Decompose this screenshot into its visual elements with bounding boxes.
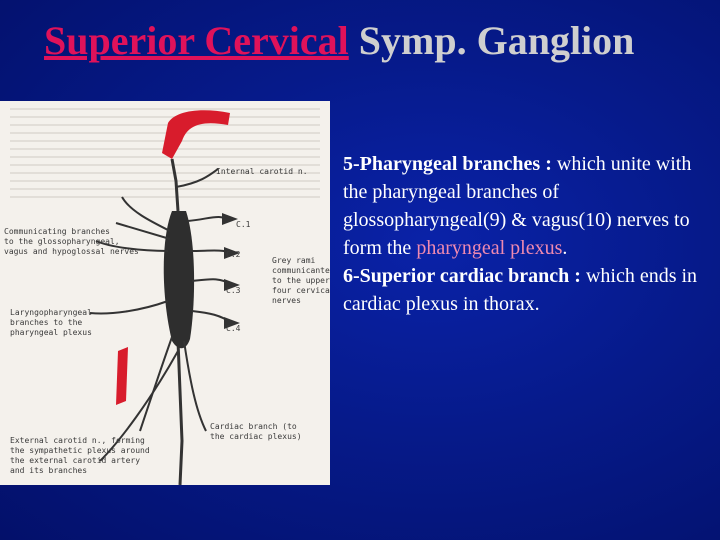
point-5-end: . — [562, 237, 568, 259]
label-laryngo-3: pharyngeal plexus — [10, 328, 92, 337]
label-grey-5: nerves — [272, 296, 301, 305]
label-external-4: and its branches — [10, 466, 87, 475]
point-5-text: which unite with the pharyngeal branches… — [343, 153, 692, 259]
label-grey-1: Grey rami — [272, 256, 316, 265]
point-5-highlight: pharyngeal plexus — [416, 237, 563, 259]
label-laryngo-2: branches to the — [10, 318, 82, 327]
ganglion-diagram: Internal carotid n. Communicating branch… — [0, 101, 330, 485]
superior-cervical-ganglion — [163, 211, 195, 349]
label-communicating-1: Communicating branches — [4, 227, 110, 236]
cervical-nerve-markers — [222, 213, 240, 329]
label-communicating-2: to the glossopharyngeal, — [4, 237, 120, 246]
label-external-1: External carotid n., forming — [10, 436, 145, 445]
point-5-label: 5-Pharyngeal branches : — [343, 153, 557, 175]
internal-carotid-artery — [162, 110, 230, 159]
label-c1: C.1 — [236, 220, 251, 229]
label-external-2: the sympathetic plexus around — [10, 446, 150, 455]
point-5: 5-Pharyngeal branches : which unite with… — [343, 150, 713, 262]
nerve-branches — [89, 168, 233, 462]
label-laryngo-1: Laryngopharyngeal — [10, 308, 92, 317]
slide-title: Superior Cervical Symp. Ganglion — [44, 16, 684, 66]
label-communicating-3: vagus and hypoglossal nerves — [4, 247, 139, 256]
label-internal-carotid: Internal carotid n. — [216, 167, 308, 176]
label-c4: C.4 — [226, 324, 241, 333]
title-highlight: Superior Cervical — [44, 18, 349, 63]
bullet-text: 5-Pharyngeal branches : which unite with… — [343, 150, 713, 318]
ganglion-drawing: Internal carotid n. Communicating branch… — [4, 108, 330, 485]
point-6-text: which ends in cardiac plexus in thorax. — [343, 265, 698, 315]
point-6: 6-Superior cardiac branch : which ends i… — [343, 262, 713, 318]
label-grey-4: four cervical — [272, 286, 330, 295]
title-rest: Symp. Ganglion — [348, 18, 635, 63]
label-cardiac-1: Cardiac branch (to — [210, 422, 297, 431]
point-6-label: 6-Superior cardiac branch : — [343, 265, 586, 287]
label-c3: C.3 — [226, 286, 241, 295]
label-c2: C.2 — [226, 250, 241, 259]
label-external-3: the external carotid artery — [10, 456, 140, 465]
label-grey-3: to the upper — [272, 276, 330, 285]
external-carotid-artery — [116, 347, 128, 405]
label-cardiac-2: the cardiac plexus) — [210, 432, 302, 441]
label-grey-2: communicantes — [272, 266, 330, 275]
